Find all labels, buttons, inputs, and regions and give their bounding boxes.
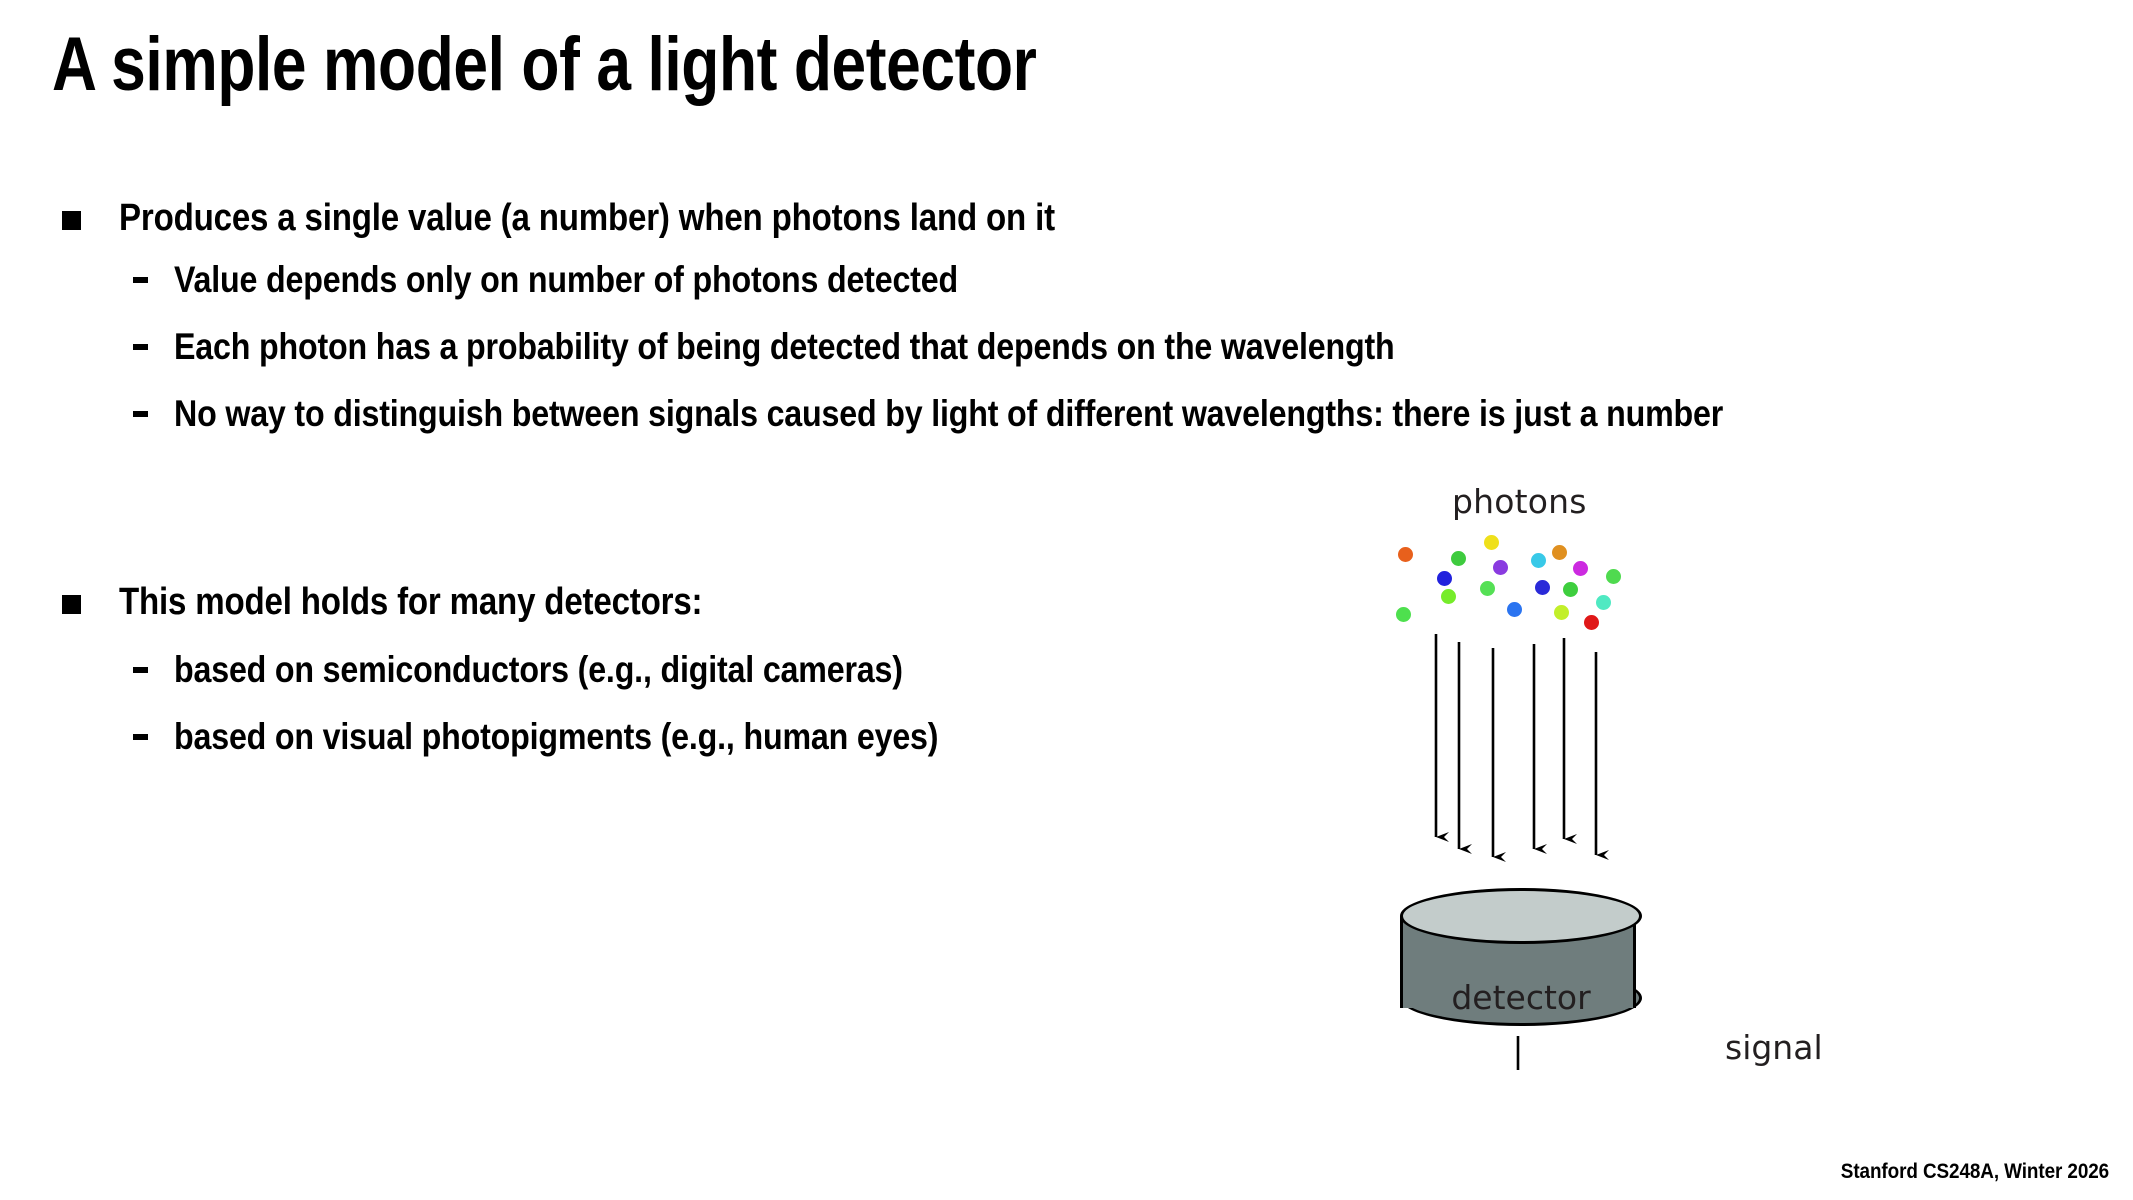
photon-dot — [1441, 589, 1456, 604]
photon-dot — [1535, 580, 1550, 595]
detector-label: detector — [1451, 978, 1591, 1017]
photon-cloud — [1380, 525, 1680, 635]
photon-dot — [1507, 602, 1522, 617]
photon-dot — [1563, 582, 1578, 597]
bullet-dash-icon — [133, 411, 148, 417]
photon-dot — [1531, 553, 1546, 568]
bullet-text: Produces a single value (a number) when … — [119, 197, 1055, 239]
slide-footer: Stanford CS248A, Winter 2026 — [1840, 1160, 2109, 1183]
bullet-item: No way to distinguish between signals ca… — [133, 392, 1955, 436]
photon-dot — [1451, 551, 1466, 566]
bullet-square-icon — [62, 595, 81, 614]
bullet-item: based on visual photopigments (e.g., hum… — [133, 715, 1053, 759]
photon-dot — [1606, 569, 1621, 584]
photon-dot — [1554, 605, 1569, 620]
photon-dot — [1493, 560, 1508, 575]
bullet-text: Each photon has a probability of being d… — [174, 326, 1395, 367]
photon-dot — [1396, 607, 1411, 622]
bullet-dash-icon — [133, 734, 148, 740]
photon-dot — [1484, 535, 1499, 550]
signal-arrow — [1516, 1036, 1520, 1070]
bullet-dash-icon — [133, 277, 148, 283]
bullet-text: This model holds for many detectors: — [119, 581, 703, 623]
bullet-dash-icon — [133, 667, 148, 673]
light-detector-diagram: photons detector signal — [1380, 470, 1840, 1070]
photon-dot — [1573, 561, 1588, 576]
bullet-dash-icon — [133, 344, 148, 350]
bullet-item: Value depends only on number of photons … — [133, 258, 1075, 302]
photon-dot — [1584, 615, 1599, 630]
bullet-item: Each photon has a probability of being d… — [133, 325, 1577, 369]
photon-dot — [1398, 547, 1413, 562]
bullet-text: based on semiconductors (e.g., digital c… — [174, 649, 903, 690]
photon-dot — [1596, 595, 1611, 610]
bullet-item: This model holds for many detectors: — [62, 580, 790, 624]
signal-label: signal — [1725, 1028, 1823, 1067]
photon-dot — [1480, 581, 1495, 596]
photons-label: photons — [1452, 482, 1587, 521]
detector-cylinder: detector — [1400, 888, 1642, 1035]
page-title: A simple model of a light detector — [52, 22, 1037, 107]
cylinder-top-ellipse — [1400, 888, 1642, 944]
bullet-text: Value depends only on number of photons … — [174, 259, 958, 300]
photon-dot — [1437, 571, 1452, 586]
photon-dot — [1552, 545, 1567, 560]
bullet-text: based on visual photopigments (e.g., hum… — [174, 716, 939, 757]
bullet-item: based on semiconductors (e.g., digital c… — [133, 648, 1012, 692]
bullet-square-icon — [62, 211, 81, 230]
bullet-text: No way to distinguish between signals ca… — [174, 393, 1724, 434]
bullet-item: Produces a single value (a number) when … — [62, 196, 1195, 240]
